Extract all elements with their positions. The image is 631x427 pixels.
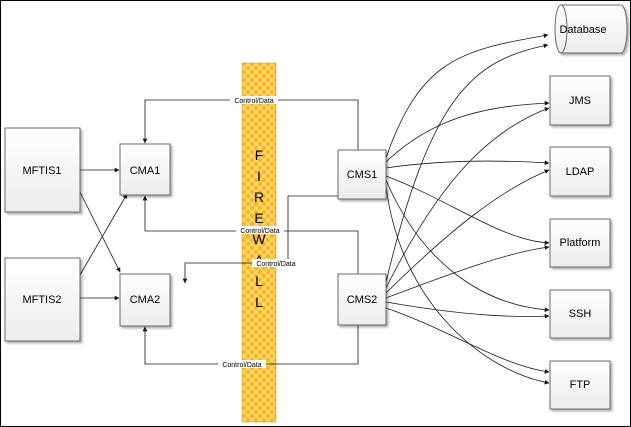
- nodes: MFTIS1 MFTIS2 CMA1 CMA2 CMS1 CMS2 Databa…: [4, 4, 628, 410]
- edge-cms2-ssh: [385, 301, 550, 319]
- firewall-letter: L: [255, 294, 263, 310]
- firewall-letter: E: [254, 210, 263, 226]
- node-cms1[interactable]: CMS1: [337, 149, 387, 200]
- node-ftp[interactable]: FTP: [549, 360, 611, 410]
- edge-cms1-platform: [385, 175, 550, 246]
- edge-cms2-ftp: [385, 307, 550, 374]
- node-cma2[interactable]: CMA2: [119, 273, 171, 327]
- firewall-letter: F: [255, 147, 264, 163]
- edge-cms2-database: [385, 43, 549, 283]
- firewall-letter: L: [255, 273, 263, 289]
- edge-label-mid2: Control/Data: [256, 261, 295, 268]
- edge-cms1-ftp: [385, 185, 550, 385]
- firewall-letter: W: [252, 231, 266, 247]
- node-ssh[interactable]: SSH: [549, 289, 611, 339]
- edge-label-top: Control/Data: [234, 98, 273, 105]
- node-platform[interactable]: Platform: [549, 218, 611, 268]
- edge-label-bottom-bg: [218, 360, 266, 368]
- node-cms2[interactable]: CMS2: [337, 273, 387, 326]
- node-jms[interactable]: JMS: [549, 75, 611, 126]
- node-database-label: Database: [559, 24, 606, 36]
- node-ftp-label: FTP: [570, 379, 591, 391]
- node-database[interactable]: Database: [554, 4, 628, 54]
- node-cma2-label: CMA2: [130, 294, 161, 306]
- edge-cms1-jms: [385, 100, 550, 163]
- node-mftis2[interactable]: MFTIS2: [4, 257, 81, 342]
- edge-label-mid2-bg: [252, 259, 300, 267]
- node-jms-label: JMS: [569, 95, 591, 107]
- node-ssh-label: SSH: [569, 308, 592, 320]
- node-cms2-label: CMS2: [347, 294, 378, 306]
- node-platform-label: Platform: [560, 237, 601, 249]
- node-ldap-label: LDAP: [566, 166, 595, 178]
- edge-label-mid1-bg: [236, 226, 284, 234]
- edge-labels: Control/Data Control/Data Control/Data C…: [218, 96, 300, 369]
- node-mftis2-label: MFTIS2: [22, 294, 61, 306]
- edge-label-bottom: Control/Data: [222, 362, 261, 369]
- node-ldap[interactable]: LDAP: [549, 146, 611, 197]
- edge-cms2-platform: [385, 245, 550, 299]
- edge-cms2-jms: [385, 107, 550, 289]
- firewall-letter: R: [254, 189, 264, 205]
- node-cma1-label: CMA1: [130, 165, 161, 177]
- node-mftis1-label: MFTIS1: [22, 165, 61, 177]
- edge-label-mid1: Control/Data: [240, 228, 279, 235]
- edge-label-top-bg: [230, 96, 278, 104]
- edge-cms2-ldap: [385, 169, 550, 294]
- node-mftis1[interactable]: MFTIS1: [4, 127, 81, 213]
- node-cms1-label: CMS1: [347, 169, 378, 181]
- edge-cms1-database: [385, 33, 549, 159]
- firewall-letter: I: [257, 168, 261, 184]
- edge-mftis1-cma2: [79, 191, 121, 273]
- edge-mftis2-cma1: [79, 193, 128, 276]
- node-cma1[interactable]: CMA1: [119, 143, 171, 196]
